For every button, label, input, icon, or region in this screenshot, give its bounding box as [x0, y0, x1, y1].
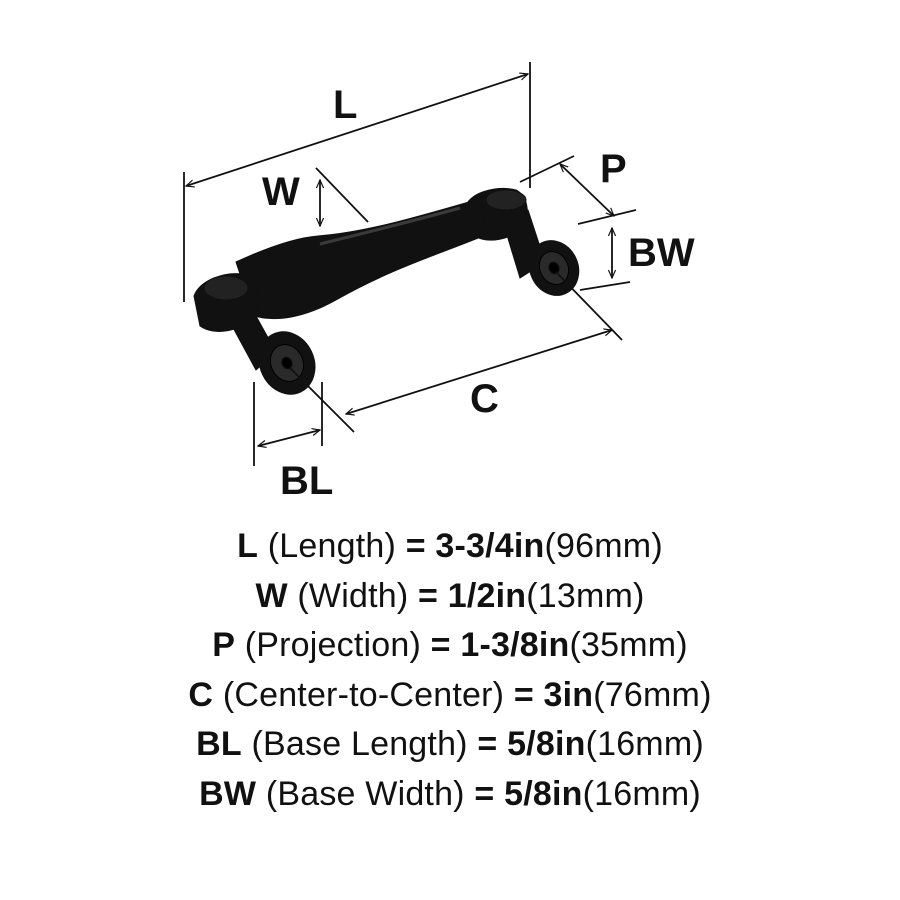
label-BW: BW: [628, 231, 695, 275]
projection-arrow: [560, 164, 614, 216]
spec-row-projection: P (Projection) = 1-3/8in(35mm): [212, 626, 688, 664]
handle-bar: [235, 199, 489, 320]
label-P: P: [600, 147, 627, 191]
pull-handle: [193, 188, 580, 395]
label-C: C: [470, 377, 499, 421]
base-length-arrow: [258, 430, 320, 446]
label-BL: BL: [280, 459, 333, 503]
spec-row-base-width: BW (Base Width) = 5/8in(16mm): [199, 774, 701, 813]
dimension-lines: [183, 62, 637, 466]
label-L: L: [333, 83, 357, 127]
spec-row-center-to-center: C (Center-to-Center) = 3in(76mm): [188, 675, 712, 714]
label-W: W: [262, 170, 300, 214]
spec-row-width: W (Width) = 1/2in(13mm): [255, 576, 645, 615]
length-arrow: [186, 74, 528, 186]
cabinet-pull-diagram: L W P BW C BL: [183, 62, 695, 503]
dimension-labels: L W P BW C BL: [262, 83, 695, 503]
spec-row-base-length: BL (Base Length) = 5/8in(16mm): [196, 725, 704, 763]
left-end-cap: [193, 273, 259, 332]
spec-row-length: L (Length) = 3-3/4in(96mm): [237, 527, 663, 565]
dimension-spec-list: L (Length) = 3-3/4in(96mm) W (Width) = 1…: [0, 522, 900, 819]
center-to-center-arrow: [346, 330, 612, 414]
